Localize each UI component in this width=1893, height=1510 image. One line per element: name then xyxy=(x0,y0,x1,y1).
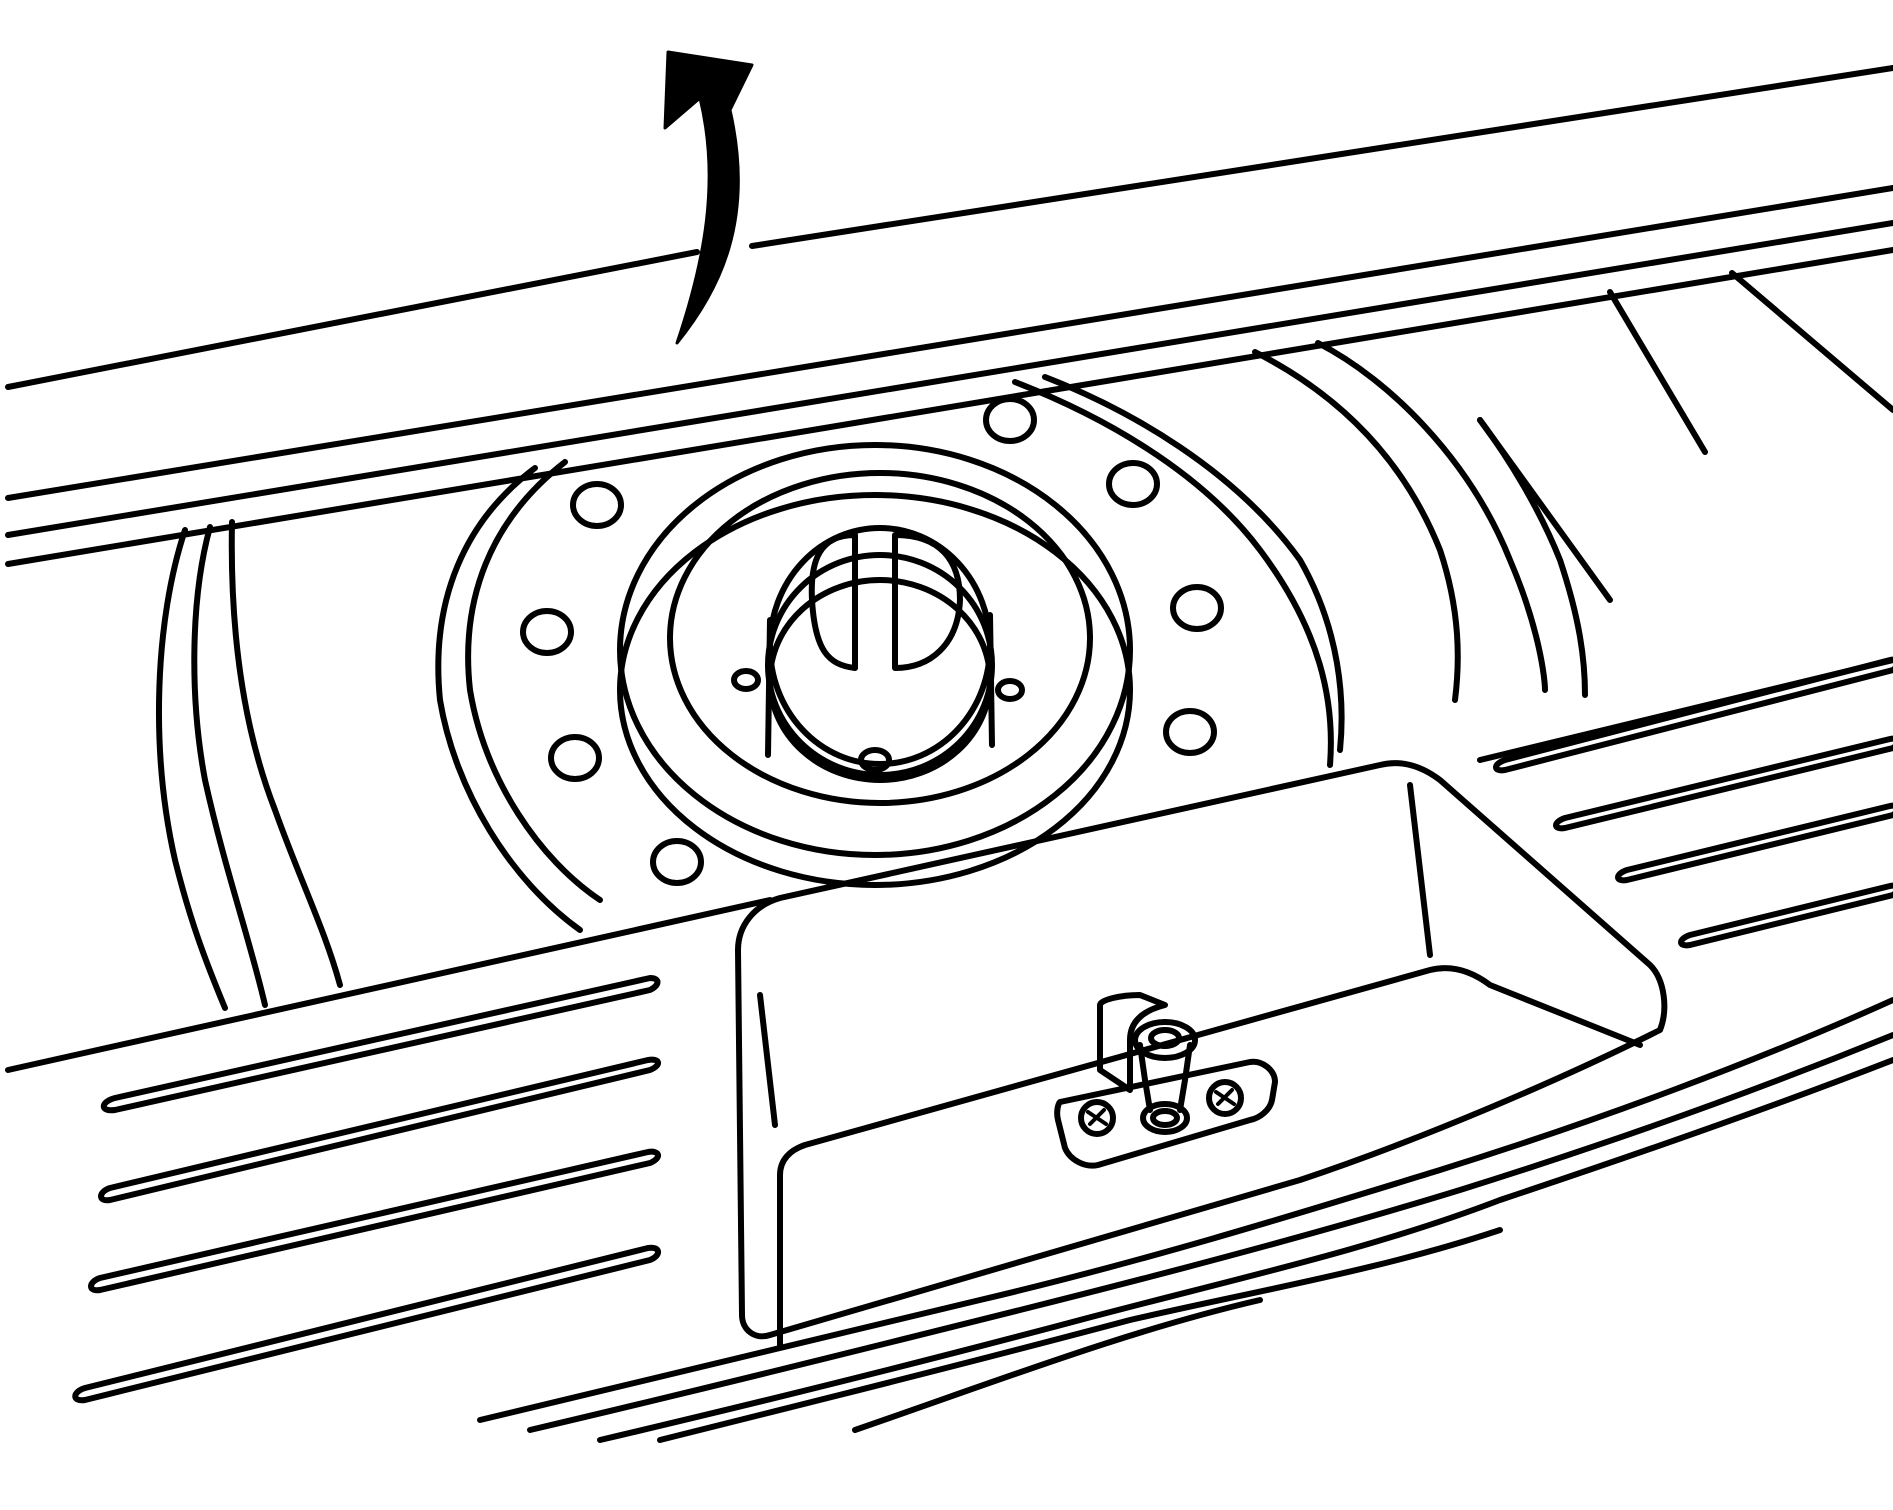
tray xyxy=(735,760,1668,1348)
curved-arrow-up-icon xyxy=(663,50,754,345)
trim-cover xyxy=(5,656,1893,1443)
screw-icon xyxy=(1078,1099,1116,1137)
latch-icon xyxy=(1054,992,1278,1169)
screw-icon xyxy=(1206,1079,1244,1117)
panel-rail xyxy=(5,65,1893,567)
lug-holes xyxy=(520,396,1224,886)
hub-icon xyxy=(617,442,1133,888)
wheel-icon xyxy=(156,270,1893,1011)
